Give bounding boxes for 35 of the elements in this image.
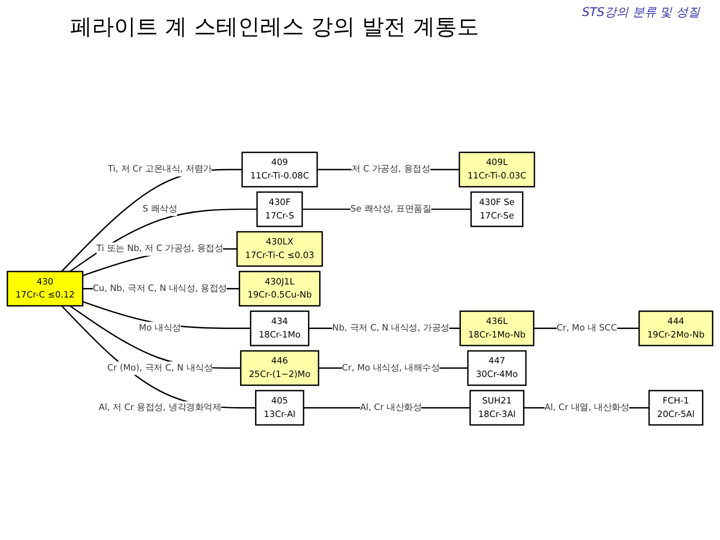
node-box: 409L 11Cr-Ti-0.03C [458,152,536,188]
edge-label: 저 C 가공성, 용접성 [352,164,430,175]
edge-label: Mo 내식성 [138,323,181,334]
connector [69,208,258,272]
edge-label: Al, Cr 내산화성 [360,402,422,413]
edge-label: Cr, Mo 내 SCC [556,323,617,334]
edge-label: S 쾌삭성 [142,204,178,214]
node-box: 409 11Cr-Ti-0.08C [241,152,318,188]
node-box: 430LX 17Cr-Ti-C ≤0.03 [236,231,323,268]
edge-label: Cu, Nb, 극저 C, N 내식성, 용접성 [92,284,227,294]
edge-label: Al, 저 Cr 용접성, 냉각경화억제 [98,402,222,413]
node-box: 446 25Cr-(1~2)Mo [240,350,320,386]
edge-label: Cr (Mo), 극저 C, N 내식성 [107,363,213,374]
connector [61,169,242,272]
connector [61,306,256,409]
diagram-title: 페라이트 계 스테인레스 강의 발전 계통도 [70,14,479,42]
node-box: 434 18Cr-1Mo [250,310,310,347]
edge-label: Ti 또는 Nb, 저 C 가공성, 용접성 [96,244,224,254]
node-box: 430J1L 19Cr-0.5Cu-Nb [238,271,321,307]
node-box: 430F 17Cr-S [256,192,303,228]
edge-label: Ti, 저 Cr 고온내식, 저렴가 [108,164,212,175]
node-box: 405 13Cr-Al [255,390,304,426]
node-box: 444 19Cr-2Mo-Nb [638,310,714,347]
edge-label: Cr, Mo 내식성, 내해수성 [342,363,440,374]
node-box: SUH21 18Cr-3Al [469,390,524,426]
edge-label: Al, Cr 내열, 내산화성 [544,402,630,413]
edge-label: Se 쾌삭성, 표면품질 [350,204,432,214]
node-box: 430 17Cr-C ≤0.12 [6,271,84,307]
connector [69,306,241,370]
node-box: 430F Se 17Cr-Se [470,192,524,228]
node-box: 436L 18Cr-1Mo-Nb [460,310,534,347]
node-box: 447 30Cr-4Mo [467,350,527,386]
edge-label: Nb, 극저 C, N 내식성, 가공성 [332,323,450,334]
header-note: STS강의 분류 및 성질 [582,5,700,19]
node-box: FCH-1 20Cr-5Al [648,390,704,426]
